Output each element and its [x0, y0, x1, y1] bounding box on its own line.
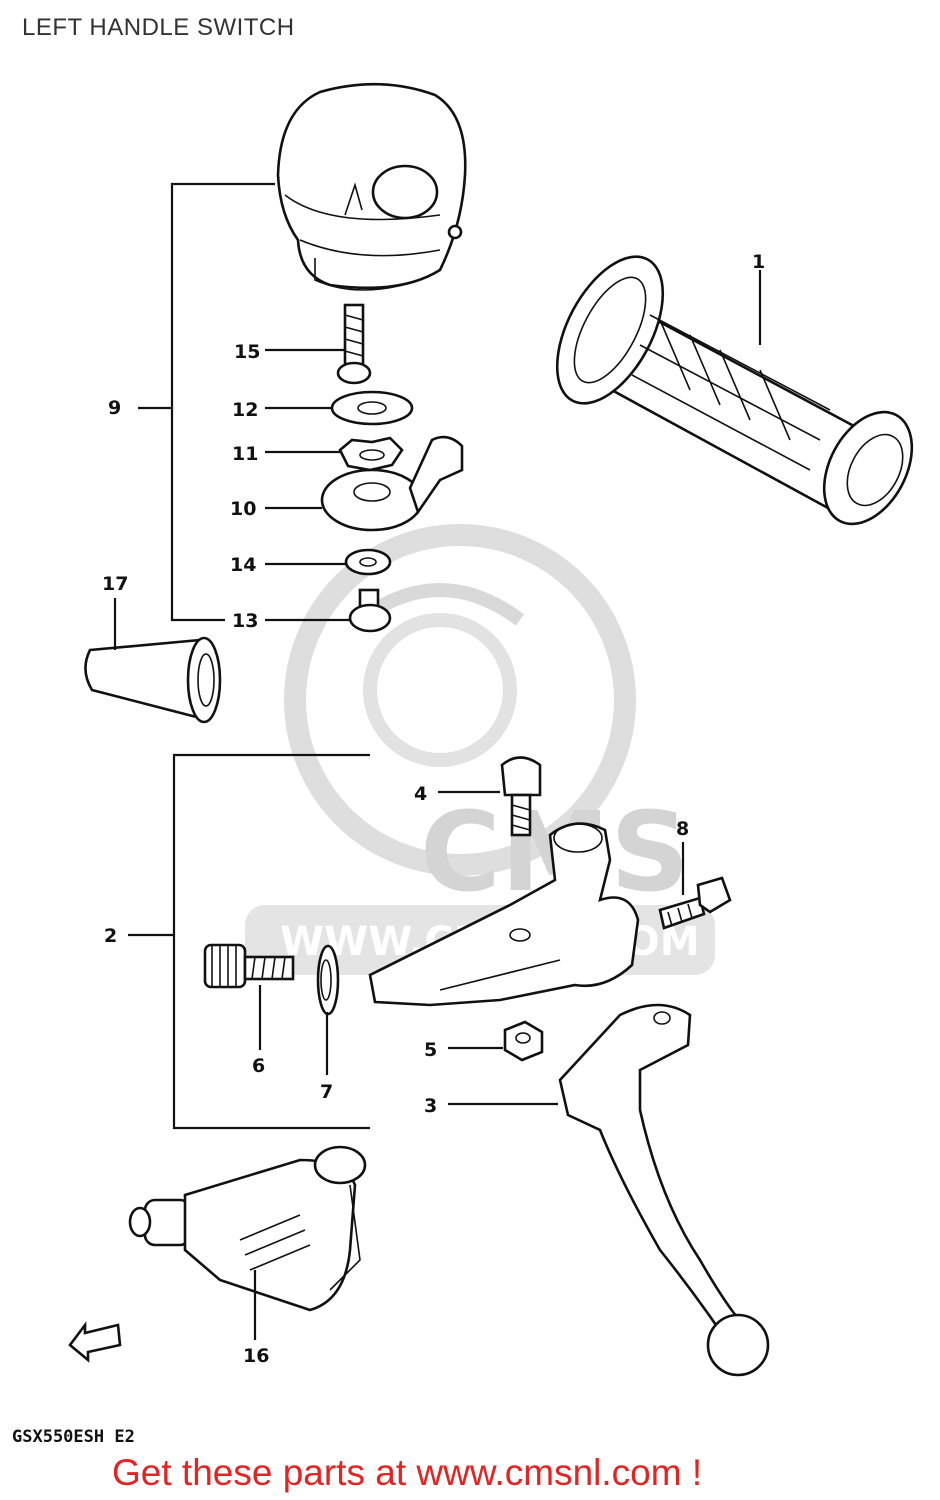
- screw-13: [348, 588, 392, 633]
- washer-12: [330, 390, 414, 426]
- callout-7: 7: [320, 1081, 333, 1103]
- callout-14: 14: [230, 554, 256, 576]
- clutch-lever-3: [558, 1003, 770, 1377]
- direction-arrow-icon: [68, 1321, 122, 1363]
- locknut-7: [316, 944, 340, 1016]
- lock-plate-11: [338, 436, 404, 472]
- callout-5: 5: [424, 1039, 437, 1061]
- bolt-8: [658, 876, 732, 930]
- screw-15: [336, 303, 372, 385]
- callout-17: 17: [102, 573, 128, 595]
- callout-2: 2: [104, 925, 117, 947]
- switch-housing: [276, 82, 467, 291]
- callout-15: 15: [234, 341, 260, 363]
- callout-16: 16: [243, 1345, 269, 1367]
- callout-1: 1: [752, 251, 765, 273]
- page-title: LEFT HANDLE SWITCH: [22, 14, 295, 41]
- callout-13: 13: [232, 610, 258, 632]
- callout-10: 10: [230, 498, 256, 520]
- callout-12: 12: [232, 399, 258, 421]
- callout-8: 8: [676, 818, 689, 840]
- callout-9: 9: [108, 397, 121, 419]
- callout-4: 4: [414, 783, 427, 805]
- handle-grip: [555, 255, 914, 526]
- washer-14: [344, 548, 392, 576]
- choke-lever-10: [320, 435, 464, 532]
- callout-6: 6: [252, 1055, 265, 1077]
- adjuster-6: [203, 943, 295, 989]
- footer-link[interactable]: Get these parts at www.cmsnl.com !: [112, 1452, 703, 1493]
- bracket-2: [128, 753, 370, 1130]
- callout-labels: 1 2 3 4 5 6 7 8 9 10 11 12 13 14 15 16 1…: [102, 251, 765, 1367]
- bracket-9: [138, 182, 275, 622]
- bolt-4: [500, 756, 542, 837]
- callout-3: 3: [424, 1095, 437, 1117]
- nut-5: [503, 1020, 544, 1062]
- leader-lines: [113, 270, 762, 1340]
- clutch-switch-16: [128, 1145, 367, 1312]
- bar-end-17: [84, 636, 222, 724]
- callout-11: 11: [232, 443, 258, 465]
- model-code: GSX550ESH E2: [12, 1427, 135, 1447]
- lever-bracket: [368, 822, 640, 1007]
